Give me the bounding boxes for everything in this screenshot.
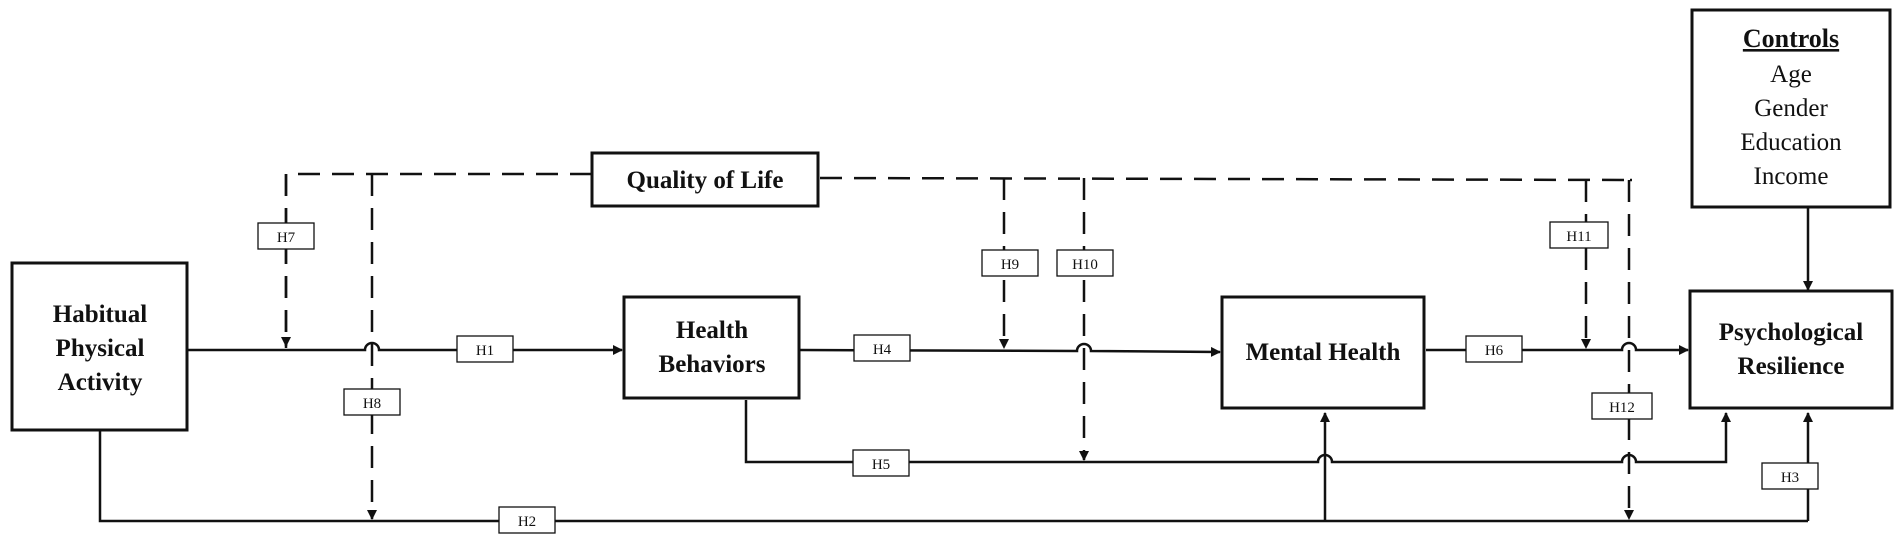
path-h1-line: [188, 341, 623, 355]
svg-text:Mental Health: Mental Health: [1246, 339, 1401, 366]
svg-text:Habitual: Habitual: [53, 301, 148, 328]
label-h1: H1: [456, 335, 514, 363]
svg-text:H12: H12: [1609, 400, 1635, 416]
svg-text:H9: H9: [1001, 257, 1019, 273]
health-behaviors-box: Health Behaviors: [622, 295, 801, 400]
label-h8: H8: [343, 388, 401, 416]
quality-of-life-box: Quality of Life: [590, 151, 820, 208]
svg-text:Quality of Life: Quality of Life: [627, 167, 784, 194]
svg-text:Resilience: Resilience: [1738, 353, 1845, 380]
label-h11: H11: [1549, 221, 1609, 249]
svg-text:H1: H1: [476, 343, 494, 359]
label-h6: H6: [1465, 335, 1523, 363]
label-h10: H10: [1056, 249, 1114, 277]
svg-text:Gender: Gender: [1754, 95, 1828, 122]
svg-text:H3: H3: [1781, 470, 1799, 486]
svg-text:H5: H5: [872, 457, 890, 473]
svg-text:Education: Education: [1740, 129, 1842, 156]
svg-text:H7: H7: [277, 230, 296, 246]
label-h12: H12: [1591, 392, 1653, 420]
label-h9: H9: [981, 249, 1039, 277]
svg-text:Income: Income: [1754, 163, 1829, 190]
svg-text:Age: Age: [1770, 61, 1812, 88]
psychological-resilience-box: Psychological Resilience: [1688, 289, 1894, 410]
path-qol-left-line: [284, 172, 592, 348]
svg-text:Health: Health: [676, 317, 748, 344]
label-h7: H7: [257, 222, 315, 250]
svg-text:H10: H10: [1072, 257, 1098, 273]
label-h2: H2: [498, 506, 556, 534]
svg-text:H2: H2: [518, 514, 536, 530]
svg-text:H6: H6: [1485, 343, 1504, 359]
controls-box: Controls Age Gender Education Income: [1690, 8, 1892, 209]
svg-text:Psychological: Psychological: [1719, 319, 1863, 346]
path-qol-right-line: [819, 176, 1631, 182]
path-h5-line: [744, 400, 1731, 464]
habitual-physical-activity-box: Habitual Physical Activity: [10, 261, 189, 432]
label-h3: H3: [1761, 462, 1819, 490]
path-h2-line: [98, 430, 1808, 523]
label-h4: H4: [853, 334, 911, 362]
svg-text:H11: H11: [1566, 229, 1591, 245]
svg-text:Behaviors: Behaviors: [659, 351, 766, 378]
svg-text:Activity: Activity: [58, 369, 143, 396]
mental-health-box: Mental Health: [1220, 295, 1426, 410]
svg-text:Controls: Controls: [1743, 24, 1839, 53]
path-h6-line: [1426, 341, 1689, 355]
path-h4-line: [799, 342, 1221, 357]
label-h5: H5: [852, 449, 910, 477]
svg-text:Physical: Physical: [56, 335, 145, 362]
svg-text:H4: H4: [873, 342, 892, 358]
svg-text:H8: H8: [363, 396, 381, 412]
